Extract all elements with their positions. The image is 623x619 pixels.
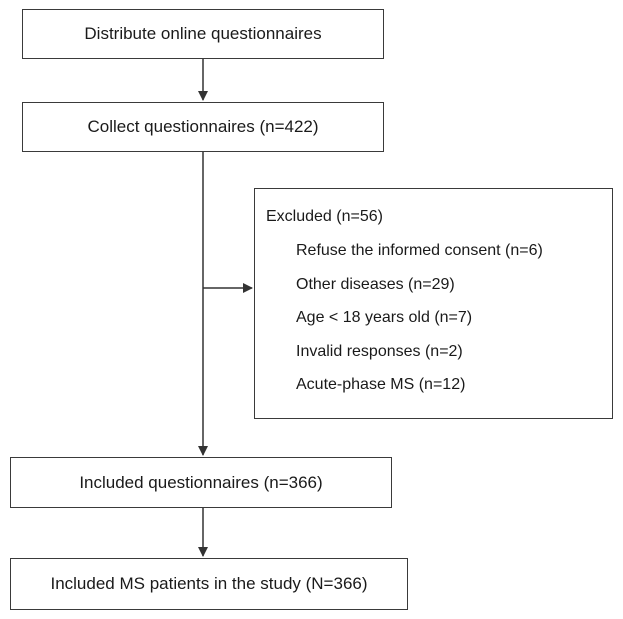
included-questionnaires-box: Included questionnaires (n=366) xyxy=(10,457,392,508)
excluded-item-age: Age < 18 years old (n=7) xyxy=(296,309,473,326)
collect-label: Collect questionnaires (n=422) xyxy=(87,117,319,136)
excluded-item-acute-phase: Acute-phase MS (n=12) xyxy=(296,376,466,393)
excluded-box: Excluded (n=56) Refuse the informed cons… xyxy=(254,188,613,419)
included-questionnaires-label: Included questionnaires (n=366) xyxy=(79,472,323,492)
excluded-item-refuse-consent: Refuse the informed consent (n=6) xyxy=(296,242,543,259)
excluded-item-invalid-responses: Invalid responses (n=2) xyxy=(296,343,463,360)
excluded-item-other-diseases: Other diseases (n=29) xyxy=(296,276,455,293)
included-patients-label: Included MS patients in the study (N=366… xyxy=(50,574,368,593)
distribute-label: Distribute online questionnaires xyxy=(84,24,322,43)
included-patients-box: Included MS patients in the study (N=366… xyxy=(10,558,408,610)
distribute-box: Distribute online questionnaires xyxy=(22,9,384,59)
collect-box: Collect questionnaires (n=422) xyxy=(22,102,384,152)
excluded-title: Excluded (n=56) xyxy=(266,208,383,225)
